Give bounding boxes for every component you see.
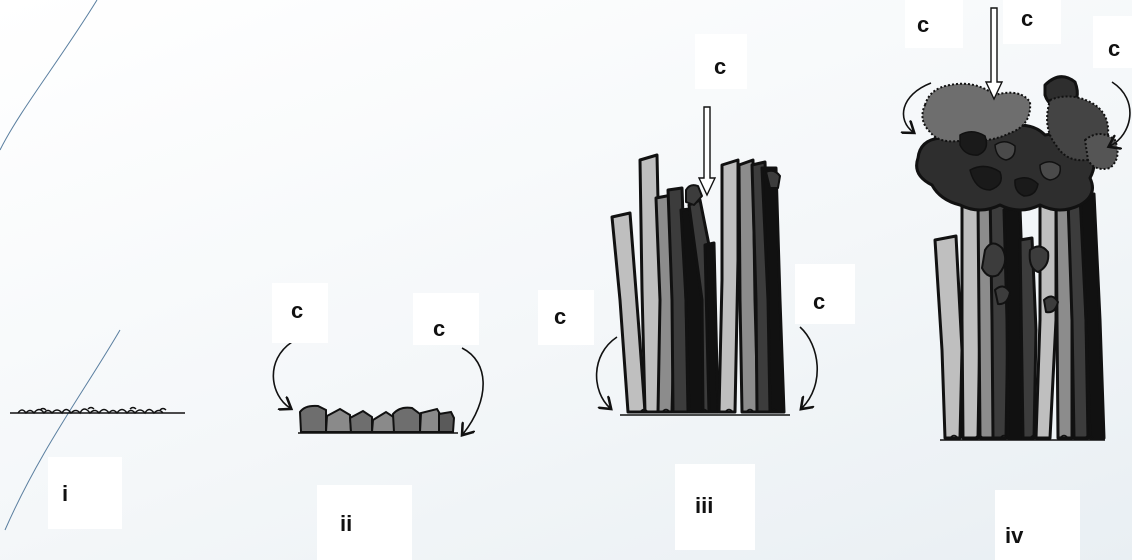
stage-iv-columns (935, 178, 1105, 440)
carbon-label-iii-right: c (795, 264, 855, 324)
stage-label-i: i (48, 457, 122, 529)
carbon-label-iv-left: c (905, 0, 963, 48)
stage-iv-carbon-cloud (917, 77, 1118, 210)
carbon-label-ii-left: c (272, 283, 328, 343)
stage-label-ii: ii (317, 485, 412, 560)
stage-label-iii: iii (675, 464, 755, 550)
carbon-label-iii-top: c (695, 34, 747, 89)
stage-label-iv: iv (995, 490, 1080, 560)
stage-iii-columns (612, 155, 790, 415)
carbon-label-ii-right: c (413, 293, 479, 345)
stage-ii-nuclei (298, 406, 458, 433)
carbon-label-iii-left: c (538, 290, 594, 345)
carbon-label-iv-top: c (1003, 0, 1061, 44)
carbon-label-iv-right: c (1093, 16, 1132, 68)
background-decoration (0, 0, 120, 530)
stage-i-seed-layer (10, 408, 185, 414)
